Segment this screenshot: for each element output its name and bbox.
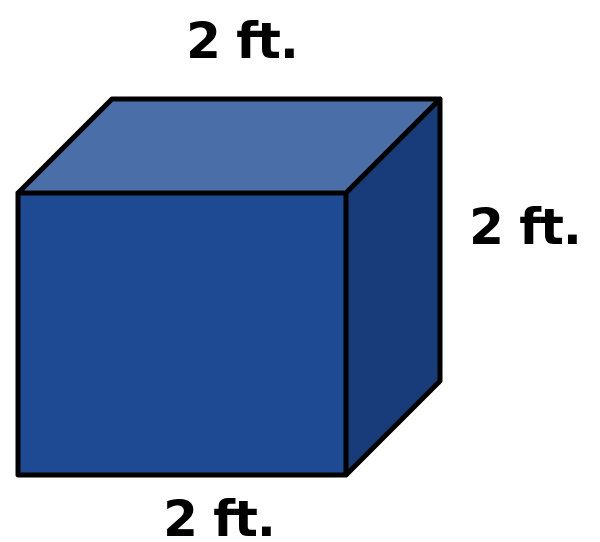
top-dimension-label: 2 ft.: [186, 12, 298, 70]
cube-front-face: [15, 190, 349, 478]
right-dimension-label: 2 ft.: [469, 198, 581, 256]
bottom-dimension-label: 2 ft.: [163, 490, 275, 542]
